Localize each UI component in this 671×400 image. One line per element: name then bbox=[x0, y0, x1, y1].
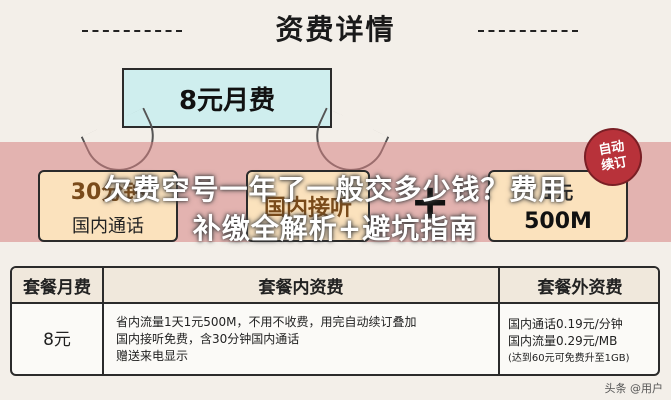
fee-table: 套餐月费 套餐内资费 套餐外资费 8元 省内流量1天1元500M，不用不收费，用… bbox=[10, 266, 660, 376]
included-line-3: 赠送来电显示 bbox=[116, 349, 189, 363]
dash-left bbox=[82, 30, 182, 32]
table-cell-monthly-fee: 8元 bbox=[12, 304, 104, 374]
watermark: 头条 @用户 bbox=[604, 382, 664, 395]
table-header-monthly: 套餐月费 bbox=[12, 268, 104, 304]
table-header-included: 套餐内资费 bbox=[104, 268, 500, 304]
table-cell-included: 省内流量1天1元500M，不用不收费，用完自动续订叠加 国内接听免费，含30分钟… bbox=[104, 304, 500, 374]
included-line-2: 国内接听免费，含30分钟国内通话 bbox=[116, 332, 300, 346]
dash-right bbox=[478, 30, 578, 32]
plan-box: 8元月费 bbox=[122, 68, 332, 128]
overlay-title-line-1: 欠费空号一年了一般交多少钱？费用 bbox=[103, 173, 568, 206]
table-cell-extra: 国内通话0.19元/分钟 国内流量0.29元/MB (达到60元可免费升至1GB… bbox=[500, 304, 658, 374]
card-call-minutes-value: 30分钟 bbox=[70, 180, 146, 205]
card-incoming-label: 国内接听 bbox=[263, 196, 352, 221]
card-call-minutes-label: 国内通话 bbox=[72, 216, 144, 237]
included-line-1: 省内流量1天1元500M，不用不收费，用完自动续订叠加 bbox=[116, 315, 417, 329]
page-title: 资费详情 bbox=[275, 13, 396, 46]
card-data-price: 1元 bbox=[542, 182, 574, 204]
extra-line-2: 国内流量0.29元/MB bbox=[508, 334, 618, 348]
extra-line-1: 国内通话0.19元/分钟 bbox=[508, 317, 623, 331]
overlay-title-line-2: 补缴全解析+避坑指南 bbox=[192, 212, 479, 245]
card-data-volume: 500M bbox=[524, 208, 592, 234]
card-call-minutes: 30分钟 国内通话 bbox=[38, 170, 178, 242]
card-incoming: 国内接听 bbox=[246, 170, 370, 242]
table-header-extra: 套餐外资费 bbox=[500, 268, 658, 304]
extra-line-3: (达到60元可免费升至1GB) bbox=[508, 353, 630, 364]
plus-sign: + bbox=[410, 174, 451, 230]
